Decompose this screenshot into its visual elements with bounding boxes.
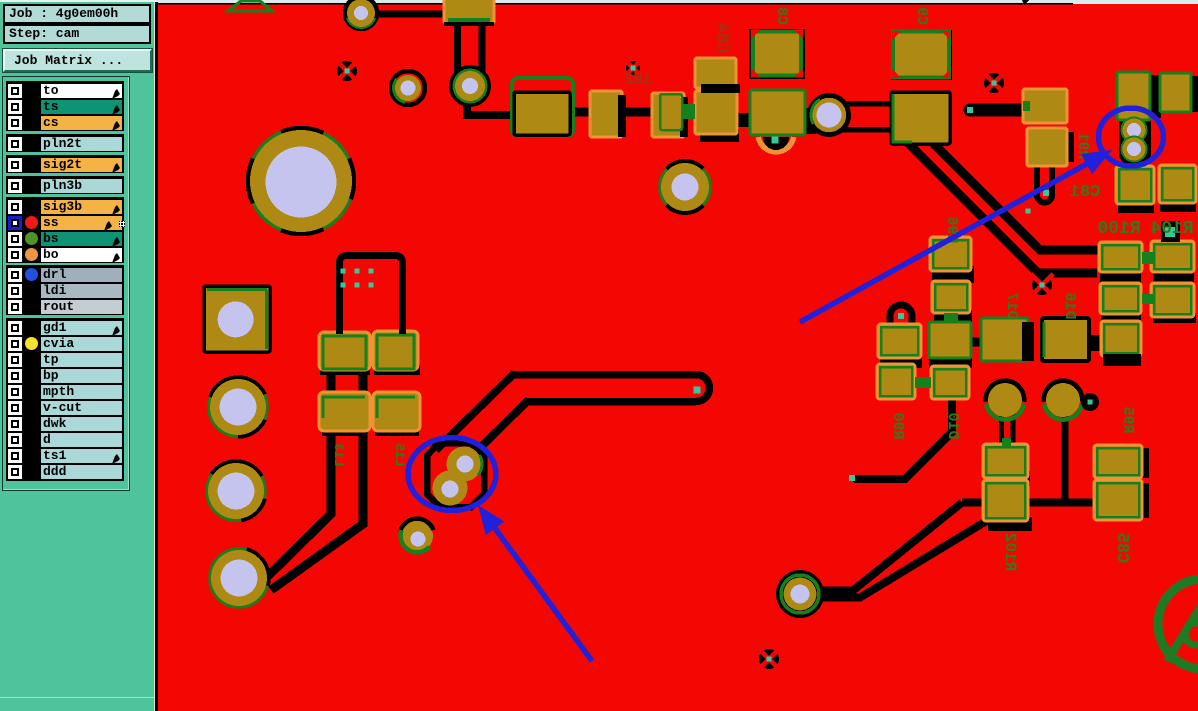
svg-text:C81: C81 [1070, 183, 1101, 202]
svg-text:C84: C84 [712, 23, 731, 54]
svg-text:R104: R104 [1150, 219, 1193, 239]
svg-text:C8: C8 [773, 7, 790, 25]
svg-text:C85: C85 [1112, 533, 1131, 564]
svg-text:C9: C9 [913, 7, 930, 25]
svg-text:D16: D16 [1061, 292, 1078, 319]
svg-text:R100: R100 [1097, 219, 1140, 239]
svg-text:R91: R91 [1074, 132, 1091, 159]
svg-text:1N2: 1N2 [624, 71, 651, 88]
svg-text:L15: L15 [392, 443, 407, 467]
svg-text:D17: D17 [1003, 292, 1020, 319]
svg-text:R90: R90 [889, 412, 906, 439]
svg-text:L13: L13 [331, 443, 346, 467]
svg-text:R95: R95 [1119, 406, 1136, 433]
svg-text:R102: R102 [1001, 533, 1019, 571]
svg-text:D10: D10 [944, 412, 961, 439]
